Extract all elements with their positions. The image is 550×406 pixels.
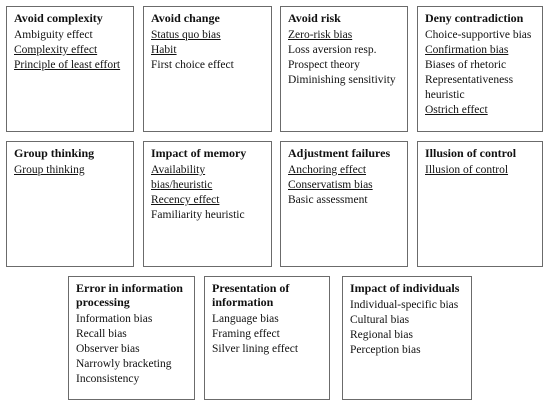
bias-link[interactable]: Ostrich effect <box>425 104 488 116</box>
bias-item: Prospect theory <box>288 59 360 71</box>
category-title: Avoid risk <box>288 11 341 25</box>
category-title: Error in information processing <box>76 281 183 309</box>
bias-link[interactable]: Illusion of control <box>425 164 509 176</box>
bias-item: Observer bias <box>76 343 140 355</box>
category-title: Group thinking <box>14 146 95 160</box>
bias-item: Loss aversion resp. <box>288 44 377 56</box>
bias-item: Inconsistency <box>76 373 140 385</box>
bias-item: Individual-specific bias <box>350 299 459 311</box>
bias-link[interactable]: Complexity effect <box>14 44 98 56</box>
bias-item: Diminishing sensitivity <box>288 74 396 86</box>
bias-link[interactable]: Habit <box>151 44 177 56</box>
bias-link[interactable]: Principle of least effort <box>14 59 121 71</box>
category-title: Adjustment failures <box>288 146 391 160</box>
bias-item: Ambiguity effect <box>14 29 93 41</box>
bias-item: Cultural bias <box>350 314 410 326</box>
bias-link[interactable]: Conservatism bias <box>288 179 373 191</box>
bias-link[interactable]: Zero-risk bias <box>288 29 353 41</box>
category-title: Presentation of information <box>212 281 290 309</box>
bias-link[interactable]: Anchoring effect <box>288 164 367 176</box>
bias-item: First choice effect <box>151 59 234 71</box>
bias-item: Silver lining effect <box>212 343 299 355</box>
bias-item: Perception bias <box>350 344 421 356</box>
bias-link[interactable]: Availability bias/heuristic <box>151 164 213 191</box>
bias-list: Illusion of control <box>425 163 536 178</box>
bias-link[interactable]: Confirmation bias <box>425 44 509 56</box>
bias-list: Group thinking <box>14 163 127 178</box>
bias-item: Recall bias <box>76 328 127 340</box>
bias-item: Language bias <box>212 313 279 325</box>
bias-item: Information bias <box>76 313 153 325</box>
bias-link[interactable]: Status quo bias <box>151 29 221 41</box>
bias-item: Biases of rhetoric <box>425 59 507 71</box>
category-title: Avoid complexity <box>14 11 103 25</box>
category-title: Avoid change <box>151 11 220 25</box>
category-title: Illusion of control <box>425 146 517 160</box>
category-title: Deny contradiction <box>425 11 524 25</box>
bias-item: Familiarity heuristic <box>151 209 245 221</box>
bias-link[interactable]: Recency effect <box>151 194 220 206</box>
bias-item: Narrowly bracketing <box>76 358 172 370</box>
bias-item: Framing effect <box>212 328 280 340</box>
bias-link[interactable]: Group thinking <box>14 164 85 176</box>
bias-item: Representativeness heuristic <box>425 74 514 101</box>
bias-item: Regional bias <box>350 329 413 341</box>
category-title: Impact of individuals <box>350 281 460 295</box>
category-title: Impact of memory <box>151 146 247 160</box>
bias-item: Choice-supportive bias <box>425 29 532 41</box>
bias-item: Basic assessment <box>288 194 368 206</box>
